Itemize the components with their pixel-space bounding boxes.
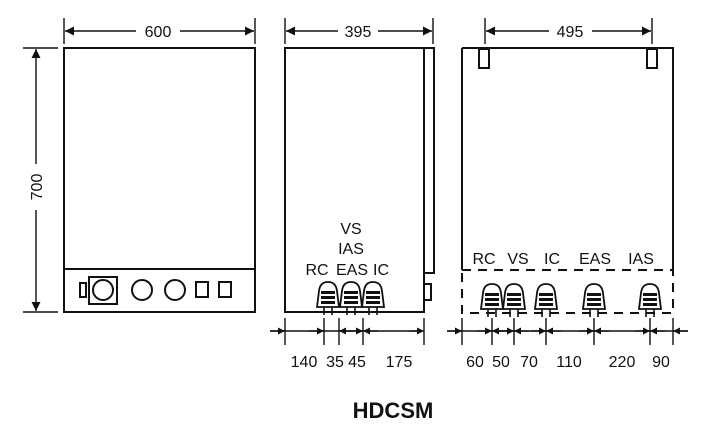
- hanging-bracket-left: [478, 48, 490, 69]
- display-dial: [92, 279, 114, 301]
- side-valve-vs-eas: [339, 281, 363, 316]
- rear-dim-110: 110: [556, 354, 582, 371]
- rear-width-label: 495: [557, 24, 584, 41]
- side-dim-45: 45: [348, 354, 366, 371]
- control-panel: [79, 276, 232, 305]
- control-button-1: [195, 281, 209, 298]
- rear-dim-220: 220: [609, 354, 636, 371]
- rear-dim-70: 70: [520, 354, 538, 371]
- side-dim-35: 35: [326, 354, 344, 371]
- connection-area-outline: [461, 269, 674, 314]
- rear-dim-50: 50: [492, 354, 510, 371]
- model-title: HDCSM: [353, 398, 434, 423]
- rear-label-ic: IC: [544, 251, 560, 268]
- side-dim-140: 140: [291, 354, 318, 371]
- side-label-ias: IAS: [338, 241, 364, 258]
- side-dim-175: 175: [386, 354, 413, 371]
- control-button-2: [218, 281, 232, 298]
- side-label-rc: RC: [305, 262, 328, 279]
- side-valve-ias-ic: [361, 281, 385, 316]
- bottom-view: 495 RC VS IC EAS IAS 60 50: [447, 18, 688, 371]
- side-label-eas: EAS: [336, 262, 368, 279]
- rear-label-rc: RC: [472, 251, 495, 268]
- rear-label-vs: VS: [507, 251, 528, 268]
- side-depth-label: 395: [345, 24, 372, 41]
- side-view: 395 VS IAS RC EAS IC 140 35 45 175: [270, 18, 435, 371]
- rear-label-ias: IAS: [628, 251, 654, 268]
- boiler-rear-outline: [461, 47, 674, 270]
- power-switch: [79, 282, 87, 298]
- rear-dim-60: 60: [466, 354, 484, 371]
- rear-label-eas: EAS: [579, 251, 611, 268]
- side-label-vs: VS: [340, 221, 361, 238]
- display-frame: [88, 276, 118, 305]
- control-knob-1: [131, 279, 153, 301]
- front-width-label: 600: [145, 24, 172, 41]
- rear-dim-90: 90: [652, 354, 670, 371]
- side-rear-bracket: [423, 47, 435, 274]
- side-rear-stub: [423, 283, 432, 301]
- control-knob-2: [164, 279, 186, 301]
- front-view: 600 700: [23, 18, 256, 313]
- boiler-front-outline: [63, 47, 256, 313]
- side-label-ic: IC: [373, 262, 389, 279]
- hanging-bracket-right: [646, 48, 658, 69]
- front-height-label: 700: [29, 174, 46, 201]
- side-valve-rc: [316, 281, 340, 316]
